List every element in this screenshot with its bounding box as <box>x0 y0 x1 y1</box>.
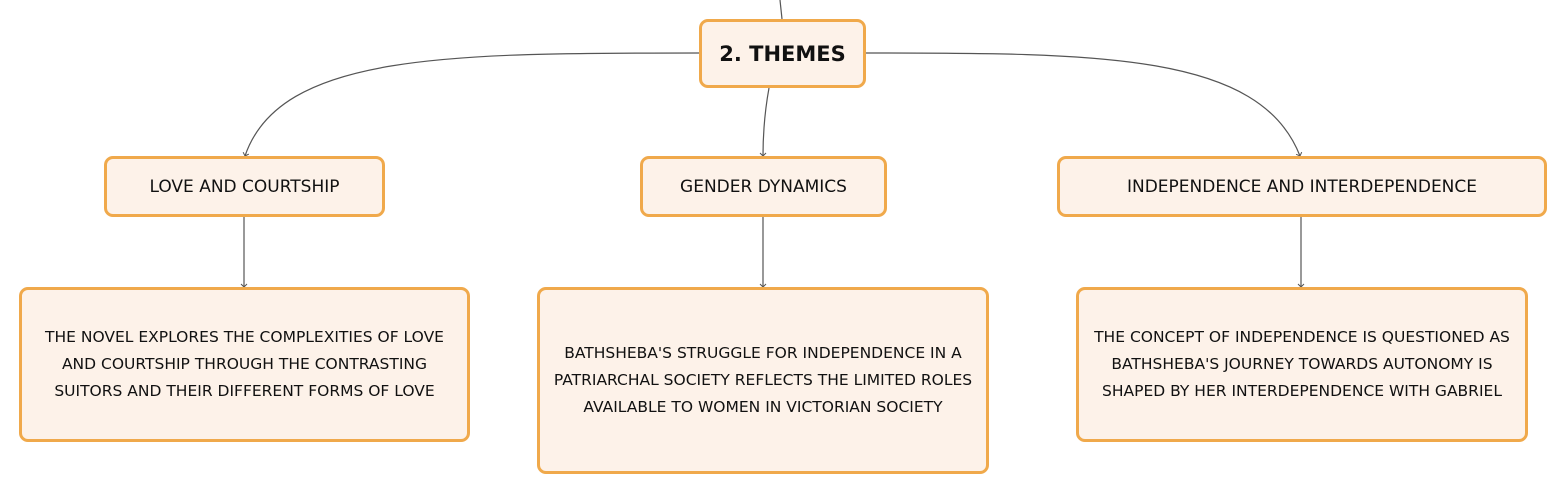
theme-node-label: INDEPENDENCE AND INTERDEPENDENCE <box>1126 176 1478 197</box>
theme-node-gender-dynamics[interactable]: GENDER DYNAMICS <box>640 156 887 217</box>
description-text: BATHSHEBA'S STRUGGLE FOR INDEPENDENCE IN… <box>553 344 973 416</box>
connector-root-to-love <box>242 52 700 157</box>
theme-node-label: LOVE AND COURTSHIP <box>149 176 340 197</box>
theme-node-label: GENDER DYNAMICS <box>680 176 847 197</box>
theme-node-love-and-courtship[interactable]: LOVE AND COURTSHIP <box>104 156 385 217</box>
description-text: THE CONCEPT OF INDEPENDENCE IS QUESTIONE… <box>1094 328 1510 400</box>
description-node-independence-and-interdependence[interactable]: THE CONCEPT OF INDEPENDENCE IS QUESTIONE… <box>1076 287 1528 442</box>
root-node-themes[interactable]: 2. THEMES <box>699 19 866 88</box>
root-node-label: 2. THEMES <box>719 41 846 66</box>
connector-root-to-gender <box>759 87 770 157</box>
description-node-love-and-courtship[interactable]: THE NOVEL EXPLORES THE COMPLEXITIES OF L… <box>19 287 470 442</box>
connector-from-parent <box>779 0 783 20</box>
connector-root-to-independence <box>865 52 1303 157</box>
theme-node-independence-and-interdependence[interactable]: INDEPENDENCE AND INTERDEPENDENCE <box>1057 156 1547 217</box>
description-node-gender-dynamics[interactable]: BATHSHEBA'S STRUGGLE FOR INDEPENDENCE IN… <box>537 287 989 474</box>
description-text: THE NOVEL EXPLORES THE COMPLEXITIES OF L… <box>45 328 444 400</box>
